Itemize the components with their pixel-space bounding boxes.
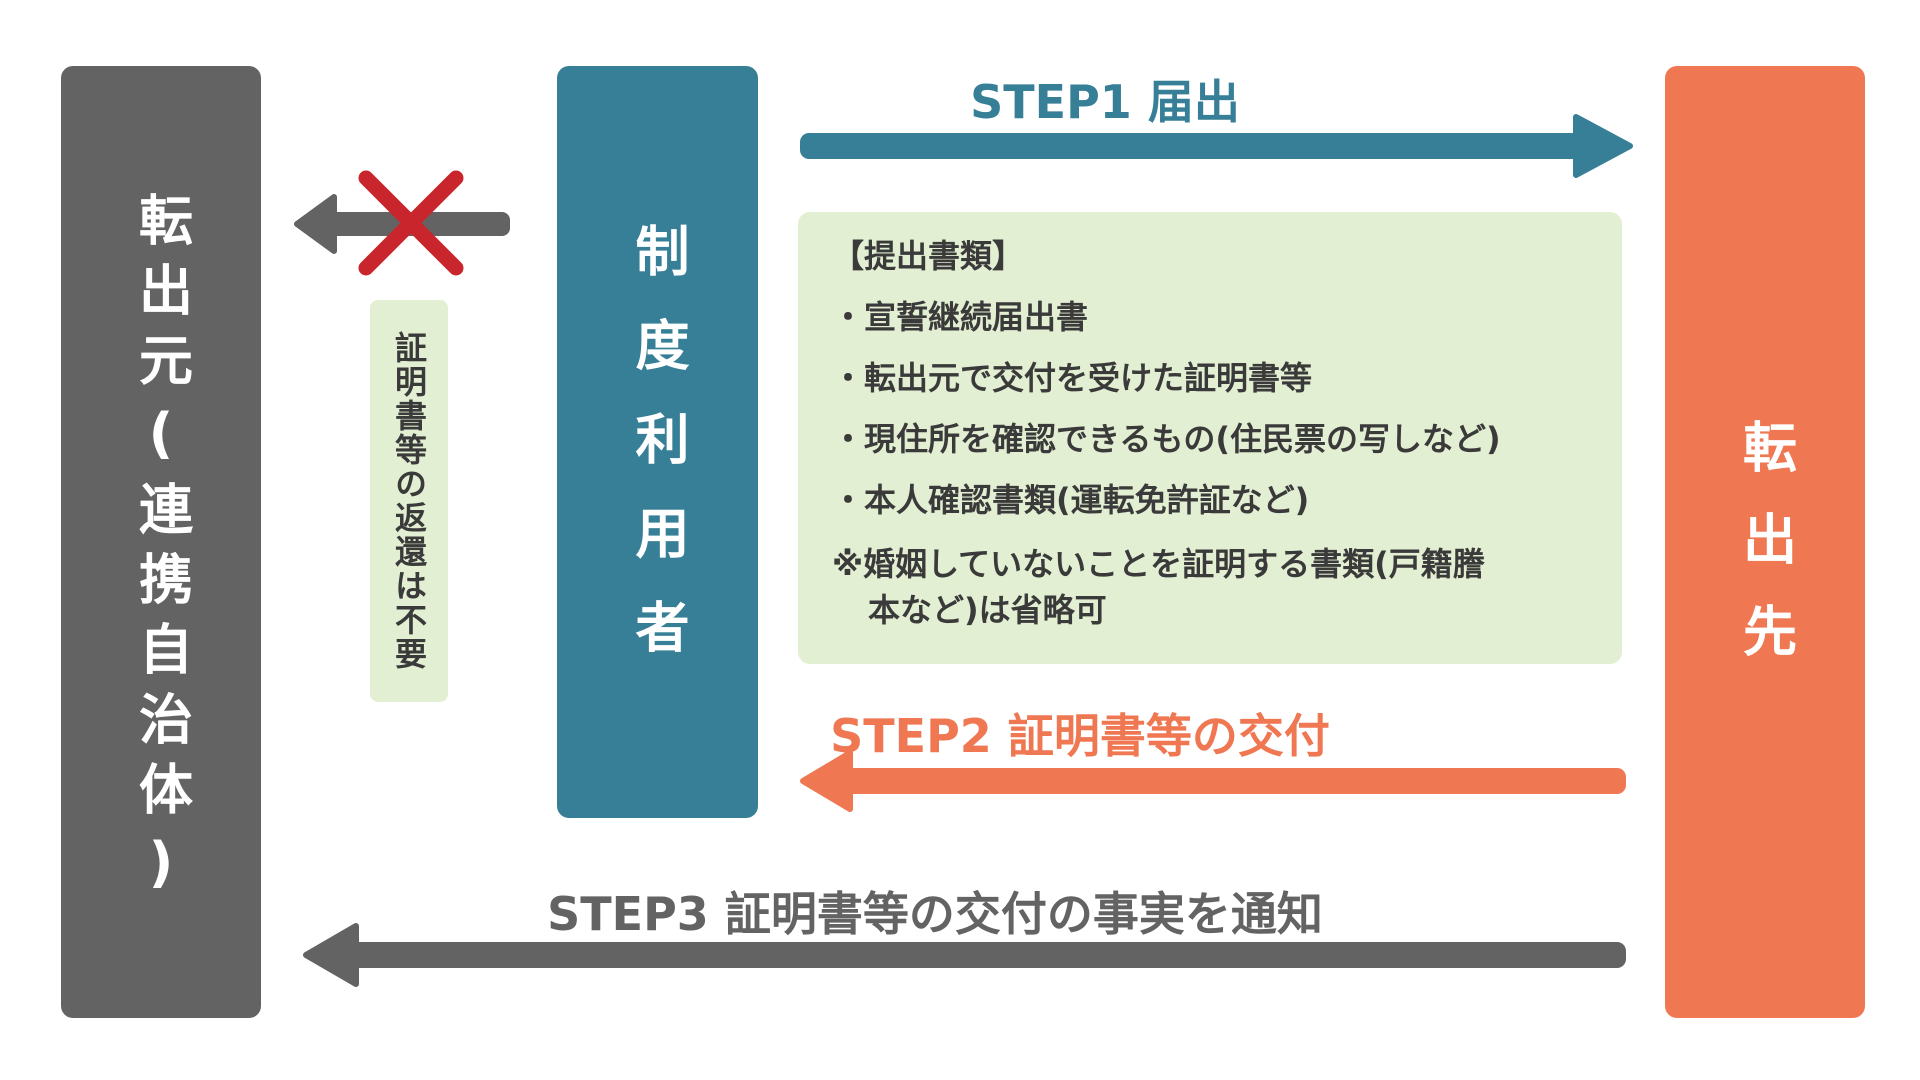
x-mark-icon xyxy=(358,170,464,276)
documents-note-line2: 本など)は省略可 xyxy=(868,591,1107,629)
documents-note: ※婚姻していないことを証明する書類(戸籍謄 本など)は省略可 xyxy=(832,541,1598,633)
destination-municipality-column: 転出先 xyxy=(1665,66,1865,1018)
document-item: ・現住所を確認できるもの(住民票の写しなど) xyxy=(832,420,1501,458)
origin-municipality-column: 転出元(連携自治体) xyxy=(61,66,261,1018)
documents-heading: 【提出書類】 xyxy=(832,237,1025,275)
step3-arrow xyxy=(303,923,1626,987)
step2-arrow xyxy=(800,750,1626,812)
step1-arrow xyxy=(800,114,1633,178)
origin-municipality-label: 転出元(連携自治体) xyxy=(129,192,193,910)
system-user-label: 制度利用者 xyxy=(626,223,689,693)
document-item: ・転出元で交付を受けた証明書等 xyxy=(832,359,1313,397)
step1-label: STEP1 届出 xyxy=(970,75,1240,129)
destination-municipality-label: 転出先 xyxy=(1733,419,1797,695)
step2-label: STEP2 証明書等の交付 xyxy=(830,709,1330,763)
no-return-note-label: 証明書等の返還は不要 xyxy=(390,331,428,671)
required-documents-box: 【提出書類】 ・宣誓継続届出書 ・転出元で交付を受けた証明書等 ・現住所を確認で… xyxy=(798,212,1622,664)
document-item: ・宣誓継続届出書 xyxy=(832,298,1089,336)
system-user-column: 制度利用者 xyxy=(557,66,758,818)
step3-label: STEP3 証明書等の交付の事実を通知 xyxy=(547,887,1323,941)
document-item: ・本人確認書類(運転免許証など) xyxy=(832,481,1310,519)
no-return-note: 証明書等の返還は不要 xyxy=(370,300,448,702)
documents-note-line1: ※婚姻していないことを証明する書類(戸籍謄 xyxy=(832,545,1485,583)
